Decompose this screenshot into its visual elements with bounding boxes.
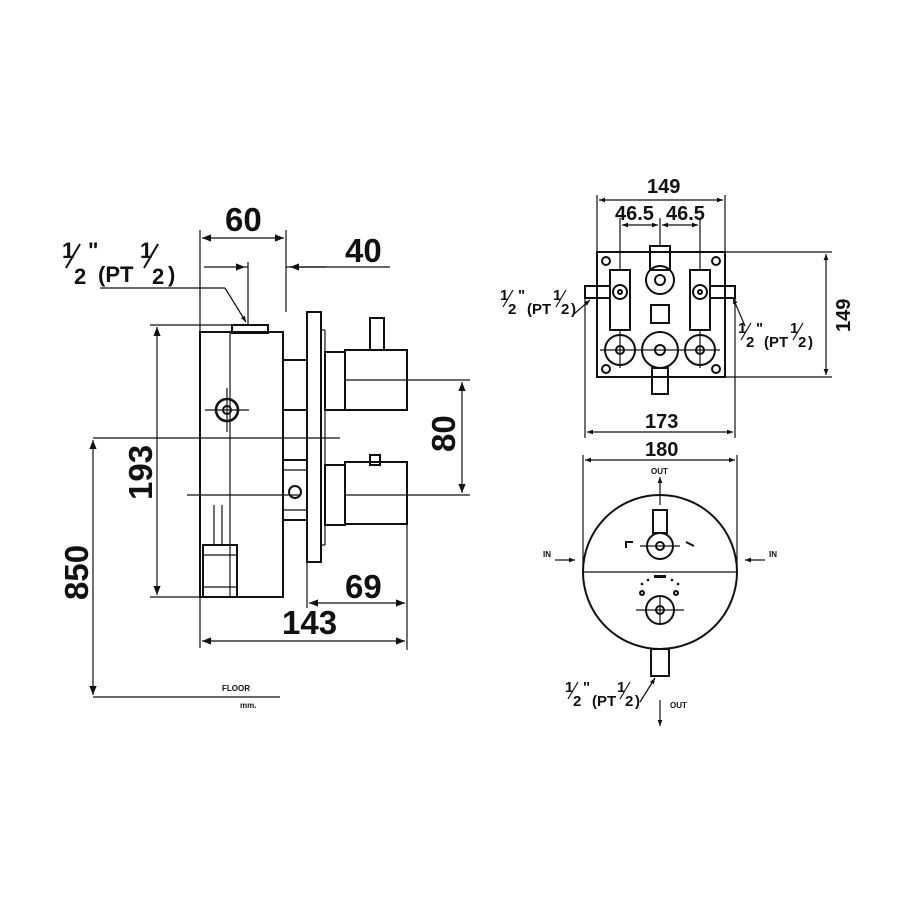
label-in-right: IN xyxy=(769,550,777,559)
svg-text:2: 2 xyxy=(508,301,516,318)
svg-text:2: 2 xyxy=(625,693,633,710)
bottom-outlet xyxy=(650,648,670,677)
front-thread-callout: 1 2 " (PT 1 2 ) xyxy=(565,677,656,710)
temperature-handle xyxy=(636,590,684,625)
dim-handle-projection-label: 69 xyxy=(345,568,382,605)
floor-label: FLOOR xyxy=(222,684,250,693)
flow-in-left: IN xyxy=(543,550,575,563)
flow-in-right: IN xyxy=(745,550,777,563)
dim-back-offset-left-label: 46.5 xyxy=(615,203,654,225)
dim-back-offsets: 46.5 46.5 xyxy=(615,203,705,270)
wall-plate xyxy=(306,311,326,563)
valve-body xyxy=(199,324,284,598)
front-view: 180 xyxy=(543,439,777,726)
dim-handle-spacing: 80 xyxy=(345,379,470,496)
label-in-left: IN xyxy=(543,550,551,559)
dim-back-offset-right-label: 46.5 xyxy=(666,203,705,225)
dim-body-height: 193 xyxy=(122,324,232,598)
back-thread-callout-right: 1 2 " (PT 1 2 ) xyxy=(732,297,813,351)
dim-body-depth: 60 xyxy=(199,201,287,332)
svg-text:2: 2 xyxy=(746,334,754,351)
svg-text:1: 1 xyxy=(553,287,561,304)
dim-body-depth-label: 60 xyxy=(225,201,262,238)
dim-back-height-label: 149 xyxy=(833,299,855,332)
dim-handle-projection: 69 xyxy=(306,524,408,650)
flow-out-top: OUT xyxy=(651,467,668,505)
dim-install-height: 850 FLOOR mm. xyxy=(58,440,280,710)
dim-handle-spacing-label: 80 xyxy=(425,415,462,452)
svg-text:(PT: (PT xyxy=(592,693,616,710)
side-thread-callout: 1 2 " (PT 1 2 ) xyxy=(62,238,247,323)
diverter-handle xyxy=(625,509,695,560)
dim-body-height-label: 193 xyxy=(122,445,159,500)
dim-total-depth: 143 xyxy=(199,597,405,648)
temperature-scale xyxy=(640,575,680,586)
svg-text:1: 1 xyxy=(500,287,508,304)
cartridge-housing xyxy=(282,359,308,521)
lower-handle xyxy=(324,454,408,526)
side-thread-num2: 1 xyxy=(140,238,152,263)
svg-text:": " xyxy=(756,320,763,337)
back-view: 149 46.5 46.5 149 173 1 xyxy=(500,176,855,438)
svg-text:2: 2 xyxy=(573,693,581,710)
flow-out-bottom: OUT xyxy=(657,700,687,726)
dim-front-diameter-label: 180 xyxy=(645,439,678,461)
dim-plate-width-label: 173 xyxy=(645,411,678,433)
dim-back-width: 149 xyxy=(596,176,726,252)
unit-label: mm. xyxy=(240,701,256,710)
svg-text:(PT: (PT xyxy=(764,334,788,351)
svg-text:): ) xyxy=(808,334,813,351)
side-thread-close: ) xyxy=(168,262,175,287)
svg-text:): ) xyxy=(635,693,640,710)
svg-text:1: 1 xyxy=(738,320,746,337)
svg-text:": " xyxy=(583,679,590,696)
dim-plate-width: 173 xyxy=(584,298,736,438)
svg-text:": " xyxy=(88,238,98,263)
side-view: 60 40 1 2 " (PT 1 2 ) xyxy=(58,201,470,710)
svg-text:": " xyxy=(518,287,525,304)
back-thread-callout-left: 1 2 " (PT 1 2 ) xyxy=(500,287,591,318)
svg-text:2: 2 xyxy=(561,301,569,318)
svg-text:1: 1 xyxy=(790,320,798,337)
svg-text:(PT: (PT xyxy=(527,301,551,318)
top-outlet xyxy=(645,245,675,324)
cartridge-ports xyxy=(600,330,720,395)
side-thread-den2: 2 xyxy=(152,264,164,289)
side-thread-num1: 1 xyxy=(62,238,74,263)
svg-text:1: 1 xyxy=(565,679,573,696)
left-inlet xyxy=(584,269,631,331)
dim-back-width-label: 149 xyxy=(647,176,680,198)
svg-text:): ) xyxy=(571,301,576,318)
right-inlet xyxy=(689,269,736,331)
upper-handle xyxy=(324,317,408,411)
svg-text:1: 1 xyxy=(617,679,625,696)
dim-install-height-label: 850 xyxy=(58,545,95,600)
label-out-top: OUT xyxy=(651,467,668,476)
dim-plate-offset: 40 xyxy=(204,232,390,325)
dim-total-depth-label: 143 xyxy=(282,604,337,641)
label-out-bottom: OUT xyxy=(670,701,687,710)
side-thread-pt: (PT xyxy=(98,262,134,287)
side-thread-den1: 2 xyxy=(74,264,86,289)
dim-plate-offset-label: 40 xyxy=(345,232,382,269)
dim-back-height: 149 xyxy=(725,251,855,378)
svg-text:2: 2 xyxy=(798,334,806,351)
dim-front-diameter: 180 xyxy=(582,439,738,572)
